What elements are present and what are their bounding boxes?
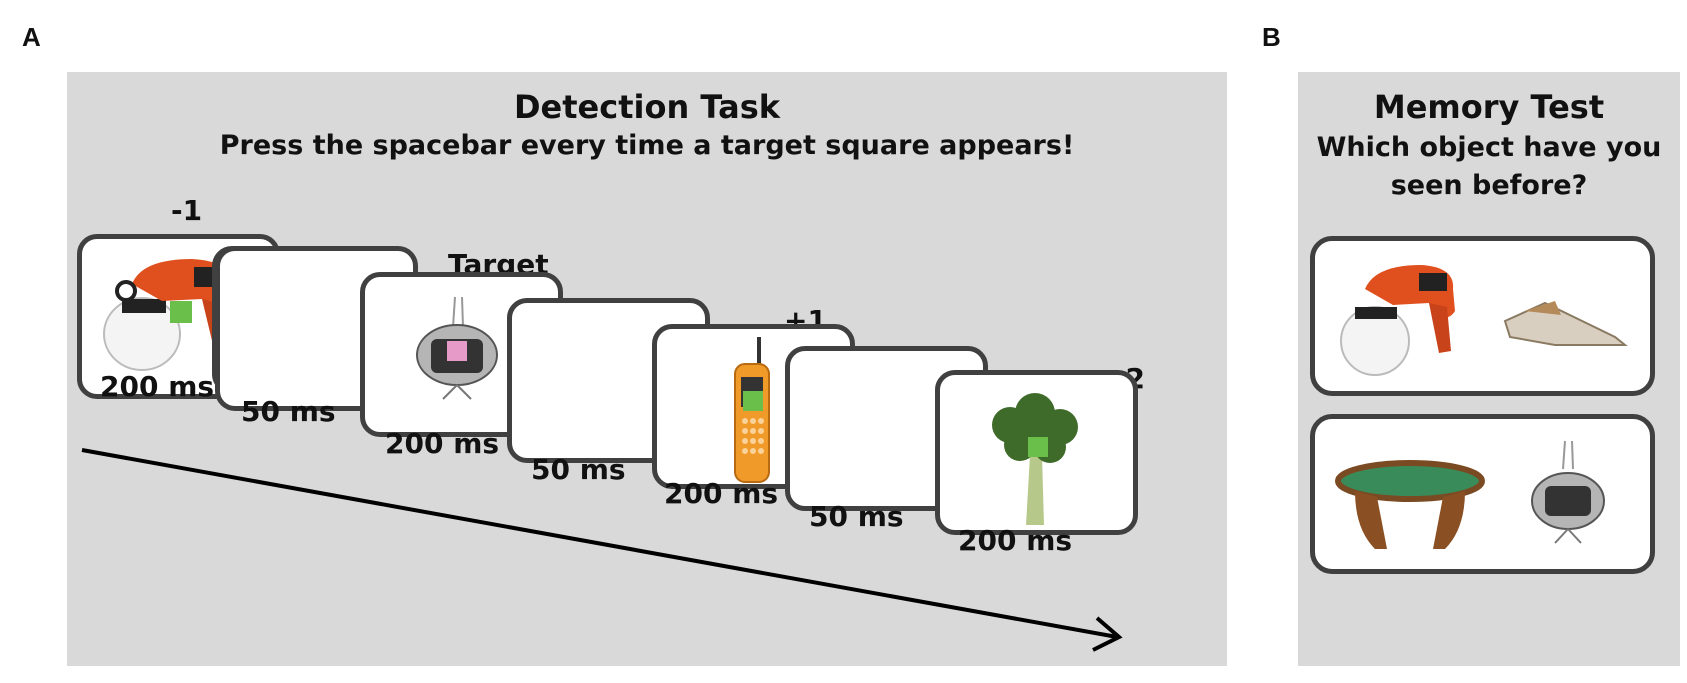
memory-trial-2 bbox=[1310, 414, 1655, 574]
duration-label-2: 50 ms bbox=[241, 395, 336, 428]
retro-tv-icon bbox=[1531, 440, 1605, 544]
duration-label-3: 200 ms bbox=[385, 427, 500, 460]
duration-label-7: 200 ms bbox=[958, 524, 1073, 557]
time-arrow bbox=[81, 448, 1123, 652]
detection-task-instruction: Press the spacebar every time a target s… bbox=[219, 130, 1075, 161]
stimulus-frame-minus-1 bbox=[77, 234, 280, 399]
duration-label-1: 200 ms bbox=[100, 370, 215, 403]
memory-test-question-line2: seen before? bbox=[1390, 170, 1588, 201]
pink-target-square bbox=[447, 341, 467, 361]
spaceship-icon bbox=[1503, 301, 1628, 346]
duration-label-4: 50 ms bbox=[531, 453, 626, 486]
detection-task-title: Detection Task bbox=[513, 88, 781, 126]
green-target-square bbox=[743, 391, 763, 411]
memory-test-panel: Memory Test Which object have you seen b… bbox=[1298, 72, 1680, 666]
memory-test-question-line1: Which object have you bbox=[1316, 132, 1662, 163]
frame-label-minus-1: -1 bbox=[171, 194, 203, 227]
paint-sprayer-icon bbox=[103, 259, 232, 371]
stimulus-frame-plus-2 bbox=[935, 370, 1138, 535]
green-target-square bbox=[1028, 437, 1048, 457]
memory-trial-2-objects bbox=[1335, 440, 1605, 549]
green-target-square bbox=[170, 301, 192, 323]
paint-sprayer-icon bbox=[1340, 265, 1455, 376]
blackjack-table-icon bbox=[1335, 460, 1485, 549]
panel-letter-a: A bbox=[22, 22, 41, 52]
memory-trial-1 bbox=[1310, 236, 1655, 396]
detection-task-panel: Detection Task Press the spacebar every … bbox=[67, 72, 1227, 666]
panel-letter-b: B bbox=[1262, 22, 1281, 52]
duration-label-5: 200 ms bbox=[664, 477, 779, 510]
duration-label-6: 50 ms bbox=[809, 500, 904, 533]
memory-test-title: Memory Test bbox=[1373, 88, 1605, 126]
memory-trial-1-objects bbox=[1340, 265, 1628, 376]
